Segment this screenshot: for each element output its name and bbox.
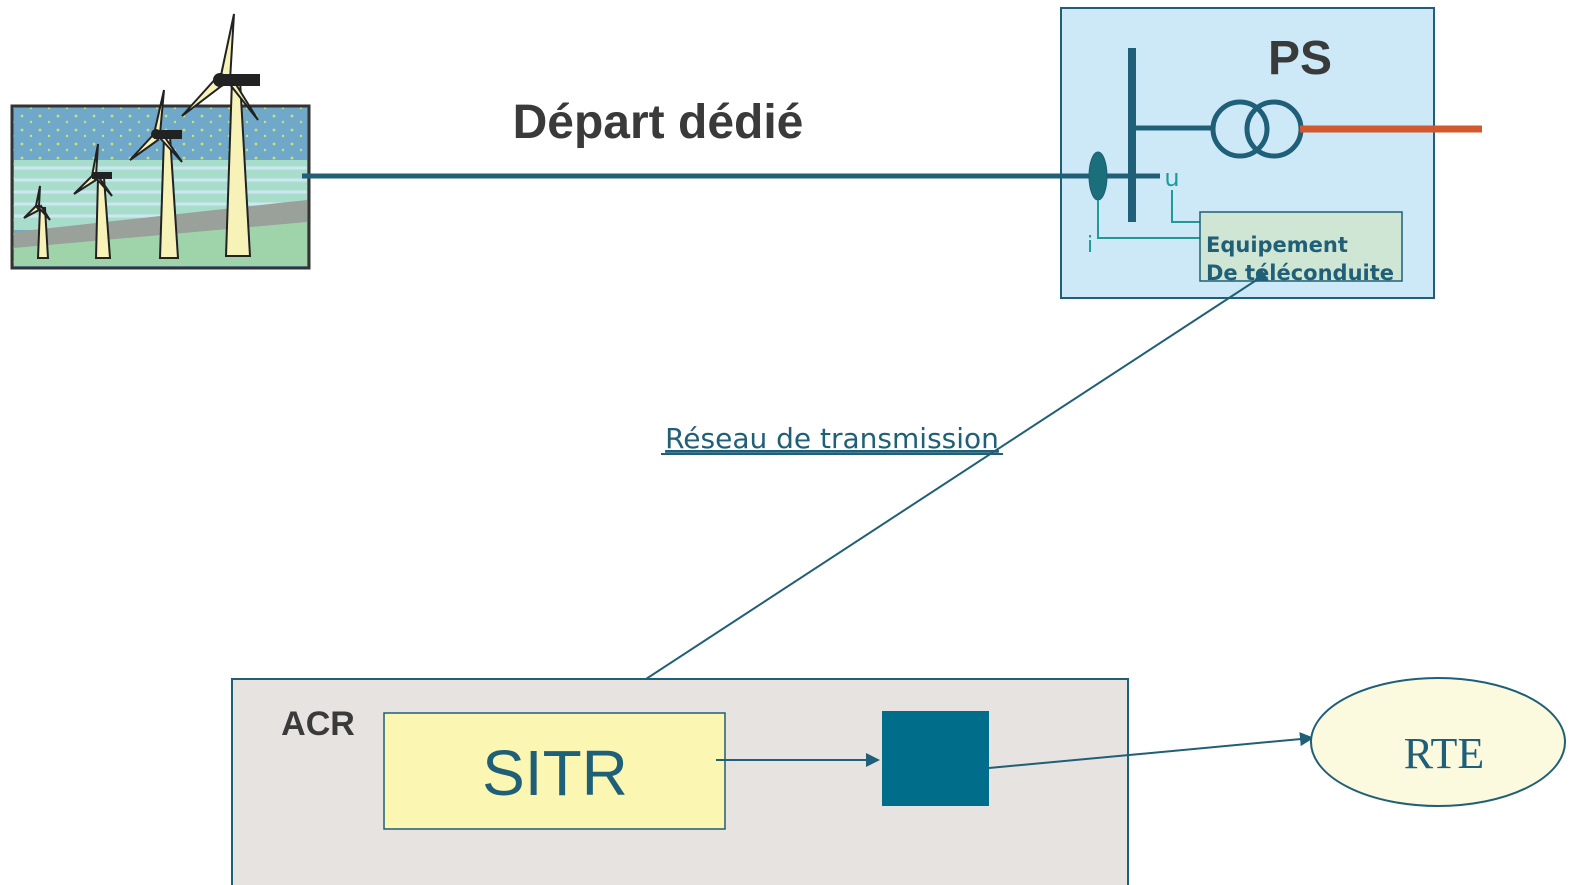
rte-node [1310, 677, 1566, 807]
wind-turbine-icon [23, 185, 51, 259]
rte-label: RTE [1404, 729, 1484, 778]
wind-farm-illustration [10, 13, 311, 270]
current-signal-wire [1097, 200, 1206, 239]
equipment-label-line1: Equipement [1206, 233, 1348, 257]
diagram-title: Départ dédié [513, 96, 804, 149]
wind-turbine-icon [73, 143, 113, 259]
wind-turbine-icon [181, 13, 260, 257]
sitr-box [383, 712, 726, 830]
transmission-link-arrow [592, 268, 1269, 715]
wind-turbine-icon [129, 89, 183, 259]
relay-box [882, 711, 989, 806]
voltage-label: u [1164, 164, 1179, 192]
transmission-network-label: Réseau de transmission [665, 422, 999, 455]
equipment-label-line2: De téléconduite [1206, 261, 1394, 285]
voltage-signal-wire [1171, 190, 1206, 223]
substation-label: PS [1268, 32, 1332, 85]
sitr-label: SITR [482, 737, 628, 809]
current-transformer-icon [1088, 151, 1108, 201]
relay-to-rte-arrow [988, 732, 1314, 769]
current-label: i [1087, 233, 1093, 258]
acr-label: ACR [281, 705, 355, 743]
